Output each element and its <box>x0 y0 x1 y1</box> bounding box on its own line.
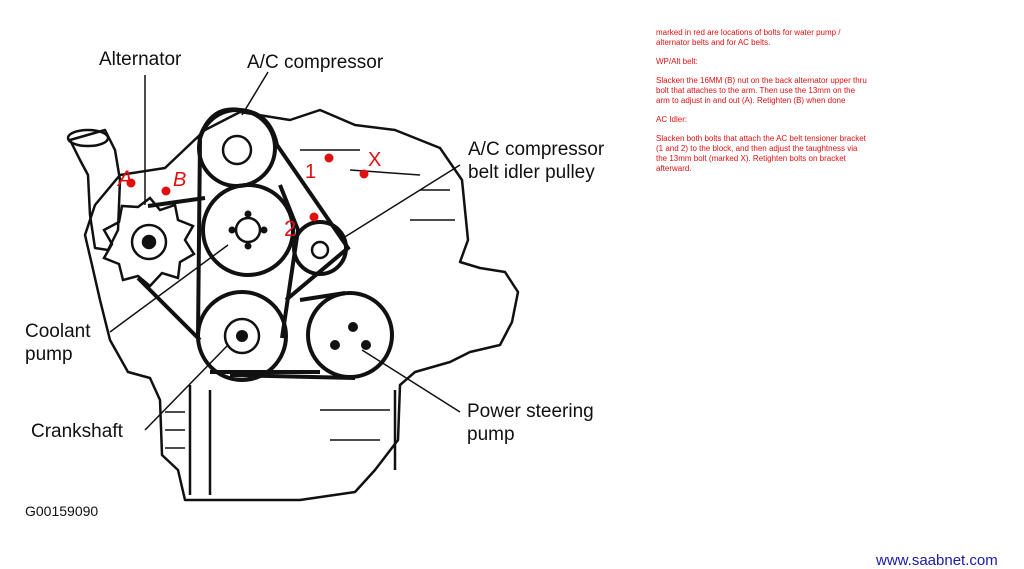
power-steering-hole-2 <box>330 340 340 350</box>
block-ribs <box>165 149 455 449</box>
marker-b: B <box>173 169 186 191</box>
engine-block-outline <box>83 108 520 502</box>
main-belt <box>136 196 356 380</box>
ac-belt <box>196 107 351 337</box>
leader-crankshaft <box>144 344 229 431</box>
ac-compressor-pulley-hub <box>221 134 253 166</box>
label-power-steering: Power steering pump <box>467 401 594 445</box>
site-link[interactable]: www.saabnet.com <box>876 552 998 569</box>
power-steering-hole-1 <box>348 322 358 332</box>
label-coolant-pump: Coolant pump <box>25 321 91 365</box>
ac-belt-lower <box>278 184 301 339</box>
marker-1: 1 <box>305 161 316 183</box>
leader-power-steering <box>361 349 461 413</box>
alternator <box>102 196 196 288</box>
coolant-pump-hole-2 <box>244 242 252 250</box>
idler-pulley-hub <box>310 240 330 260</box>
bolt-marker-a <box>126 178 136 188</box>
bolt-marker-b <box>161 186 171 196</box>
label-crankshaft: Crankshaft <box>31 421 123 442</box>
marker-x: X <box>368 149 381 171</box>
oil-filler-tube <box>68 128 122 252</box>
coolant-pump-hole-3 <box>228 226 236 234</box>
notes-intro: marked in red are locations of bolts for… <box>656 28 841 47</box>
bolt-marker-1 <box>324 153 334 163</box>
notes-ac-title: AC Idler: <box>656 115 688 124</box>
crankshaft-pulley-hub <box>223 317 261 355</box>
marker-2: 2 <box>284 216 296 241</box>
figure-code: G00159090 <box>25 503 99 519</box>
coolant-pump-pulley-hub <box>234 216 262 244</box>
coolant-pump-hole-4 <box>260 226 268 234</box>
oil-sump <box>188 385 397 495</box>
bolt-marker-2 <box>309 212 319 222</box>
label-alternator: Alternator <box>99 49 182 70</box>
label-ac-compressor: A/C compressor <box>247 52 384 73</box>
leader-ac-compressor <box>241 71 269 116</box>
notes-wp-title: WP/Alt belt: <box>656 57 698 66</box>
idler-pulley <box>292 220 348 276</box>
power-steering-hole-3 <box>361 340 371 350</box>
coolant-pump-hole-1 <box>244 210 252 218</box>
label-ac-idler: A/C compressor belt idler pulley <box>468 139 605 183</box>
notes-wp-text: Slacken the 16MM (B) nut on the back alt… <box>656 76 867 105</box>
instruction-notes: marked in red are locations of bolts for… <box>656 28 868 183</box>
marker-a: A <box>116 166 133 191</box>
bolt-marker-x <box>359 169 369 179</box>
coolant-pump-pulley <box>201 183 295 277</box>
leader-idler <box>339 164 461 241</box>
notes-ac-text: Slacken both bolts that attach the AC be… <box>656 134 866 173</box>
leader-coolant-pump <box>109 244 229 333</box>
crankshaft-bolt <box>236 330 248 342</box>
oil-filler-cap <box>66 128 110 148</box>
power-steering-pulley <box>306 291 394 379</box>
